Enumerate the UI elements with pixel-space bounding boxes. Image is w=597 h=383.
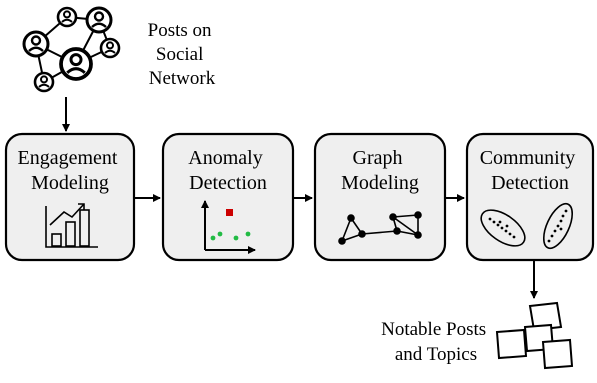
stage-community-detection: Community Detection [465,132,595,262]
scatter-anomaly-icon [201,200,256,254]
output-label: Notable Posts and Topics [381,319,491,365]
source-label: Posts on Social Network [148,20,217,89]
svg-text:Community Detection: Community Detection [480,147,581,194]
normal-point [245,231,251,237]
anomaly-point [226,209,233,216]
user-node-icon [33,71,55,93]
user-node-icon [59,47,93,81]
normal-point [217,231,223,237]
normal-point [210,235,216,241]
bar-chart-icon [45,203,98,248]
normal-point [233,235,239,241]
clusters-icon [480,202,574,250]
svg-text:Engagement Modeling: Engagement Modeling [18,147,123,194]
graph-network-icon [338,211,422,245]
stage-anomaly-detection: Anomaly Detection [161,132,295,262]
social-network-icon [22,6,121,93]
stage-engagement-modeling: Engagement Modeling [4,132,136,262]
user-node-icon [22,30,50,58]
stage-graph-modeling: Graph Modeling [313,132,447,262]
user-node-icon [56,6,78,28]
svg-text:Graph Modeling: Graph Modeling [341,147,419,194]
notes-icon [495,301,574,370]
user-node-icon [99,37,121,59]
user-node-icon [85,6,113,34]
svg-text:Anomaly Detection: Anomaly Detection [188,147,267,194]
